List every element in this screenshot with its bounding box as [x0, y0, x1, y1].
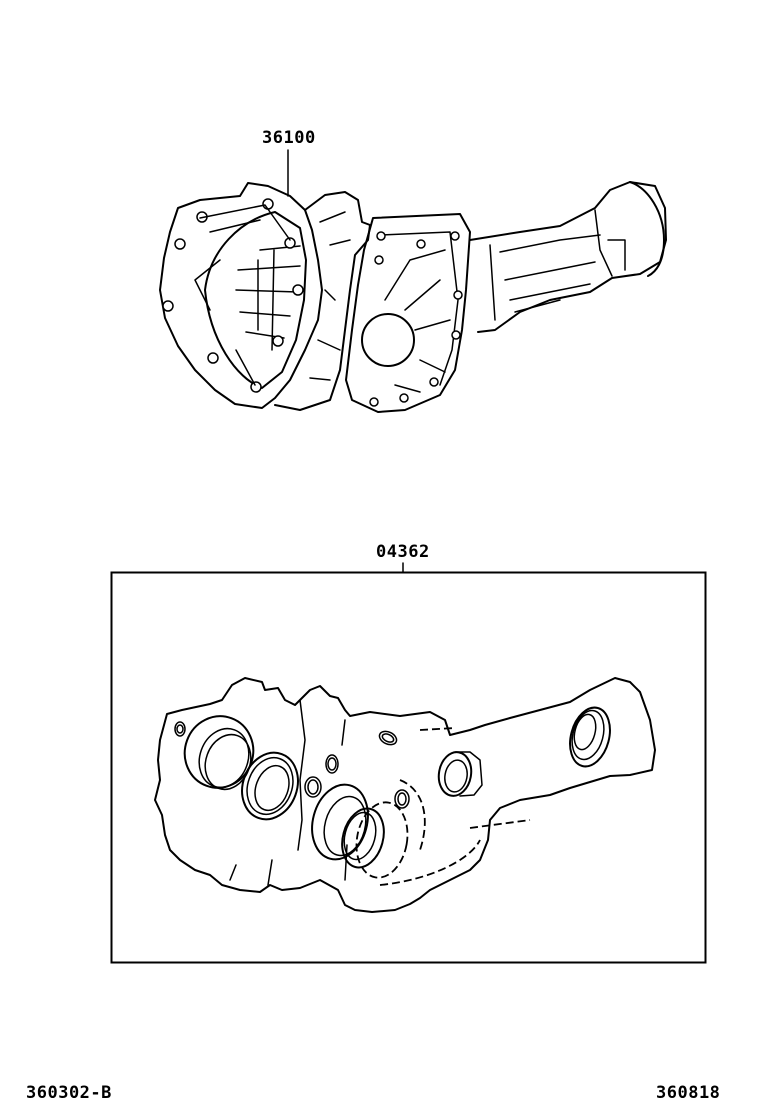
oil-seal-large-left	[183, 715, 255, 791]
flange-bolt-holes	[369, 231, 463, 407]
o-ring-upper	[325, 754, 339, 774]
kit-frame	[110, 571, 707, 964]
footer-left-code: 360302-B	[26, 1083, 112, 1103]
oil-seal-center	[311, 783, 409, 879]
part-number-36100: 36100	[262, 128, 316, 148]
o-ring-oval	[378, 730, 398, 746]
footer-right-code: 360818	[656, 1083, 721, 1103]
o-ring-mid	[304, 776, 322, 798]
o-ring-small	[174, 721, 186, 737]
part-number-04362: 04362	[376, 542, 430, 562]
oil-seal-rear	[569, 706, 611, 768]
oil-seal-second	[241, 751, 299, 821]
kit-box	[110, 562, 707, 964]
sleeve-plug	[437, 751, 483, 797]
transfer-assembly-illustration	[159, 149, 667, 413]
seal-kit-illustration	[154, 677, 656, 913]
o-ring-right	[394, 789, 410, 809]
